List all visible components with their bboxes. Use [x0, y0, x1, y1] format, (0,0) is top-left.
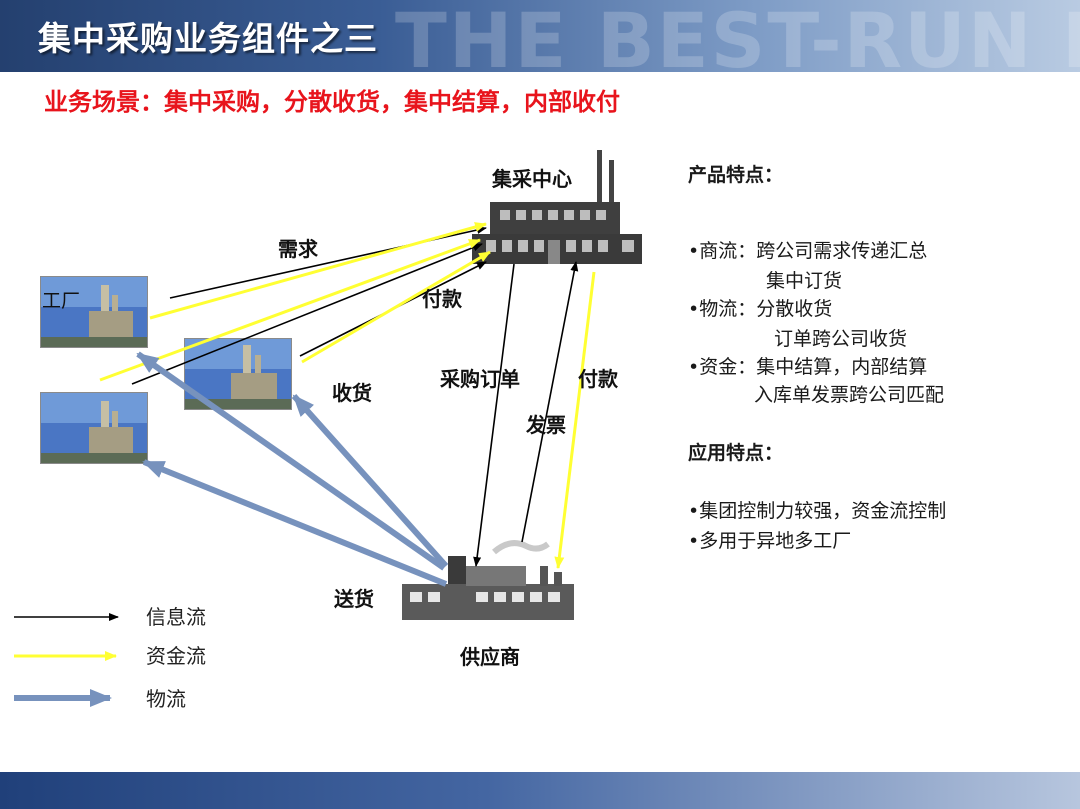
label-demand: 需求	[278, 237, 319, 261]
factory-image-1	[40, 276, 148, 348]
supplier-label: 供应商	[459, 645, 520, 669]
page-title: 集中采购业务组件之三	[38, 19, 378, 58]
product-features-title: 产品特点：	[688, 164, 784, 186]
label-invoice: 发票	[525, 413, 566, 437]
product-feature-line: 入库单发票跨公司匹配	[754, 384, 945, 406]
legend-funds-label: 资金流	[146, 644, 206, 668]
product-feature-line: 集中订货	[766, 270, 843, 292]
footer-bar	[0, 772, 1080, 809]
product-feature-line: •商流：跨公司需求传递汇总	[688, 240, 928, 262]
factory-label: 工厂	[42, 290, 81, 312]
application-feature-line: •集团控制力较强，资金流控制	[688, 500, 947, 522]
factory-image-2	[184, 338, 292, 410]
central-label: 集采中心	[491, 167, 572, 191]
label-purchase-order: 采购订单	[440, 367, 520, 391]
application-features-title: 应用特点：	[688, 442, 784, 464]
goods-flow-arrows	[136, 351, 449, 587]
label-payment-right: 付款	[578, 367, 619, 391]
legend: 信息流 资金流 物流	[14, 605, 206, 711]
header-bar: THE BEST-RUN BUSIN 集中采购业务组件之三	[0, 0, 1080, 72]
supplier-building	[402, 540, 574, 620]
funds-flow-arrows	[99, 222, 596, 569]
product-feature-line: •物流：分散收货	[688, 298, 833, 320]
central-procurement-building	[472, 150, 642, 264]
legend-info-label: 信息流	[146, 605, 206, 629]
factory-image-3	[40, 392, 148, 464]
application-feature-line: •多用于异地多工厂	[688, 530, 852, 552]
scenario-subtitle: 业务场景：集中采购，分散收货，集中结算，内部收付	[44, 88, 620, 116]
product-feature-line: 订单跨公司收货	[774, 328, 908, 350]
header-watermark: THE BEST-RUN BUSIN	[395, 0, 1080, 72]
label-payment-top: 付款	[422, 287, 463, 311]
label-delivery: 送货	[334, 587, 374, 611]
label-receipt: 收货	[332, 381, 372, 405]
legend-goods-label: 物流	[146, 687, 186, 711]
product-feature-line: •资金：集中结算，内部结算	[688, 356, 928, 378]
